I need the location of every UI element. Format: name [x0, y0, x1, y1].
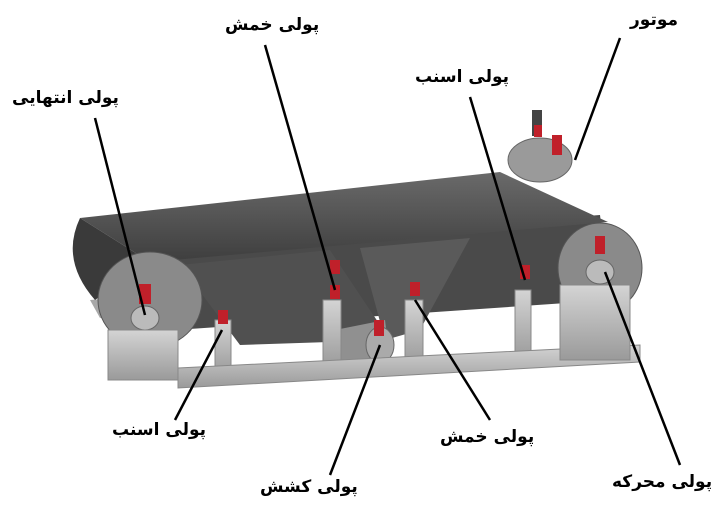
- label-motor: موتور: [630, 10, 679, 30]
- bearings: [218, 260, 530, 324]
- leader-lines: [93, 37, 682, 476]
- motor: [507, 110, 573, 183]
- label-bend-pulley-top: پولی خمش: [225, 15, 320, 35]
- label-snub-pulley-bottom: پولی اسنب: [112, 420, 207, 440]
- label-tail-pulley: پولی انتهایی: [12, 88, 119, 108]
- label-bend-pulley-bottom: پولی خمش: [440, 427, 535, 447]
- carrying-belt: [80, 172, 608, 262]
- tail-pulley: [97, 251, 203, 349]
- label-snub-pulley-top: پولی اسنب: [415, 67, 510, 87]
- label-drive-pulley: پولی محرکه: [612, 472, 713, 492]
- label-take-up-pulley: پولی کشش: [260, 477, 358, 497]
- frame: [107, 284, 641, 389]
